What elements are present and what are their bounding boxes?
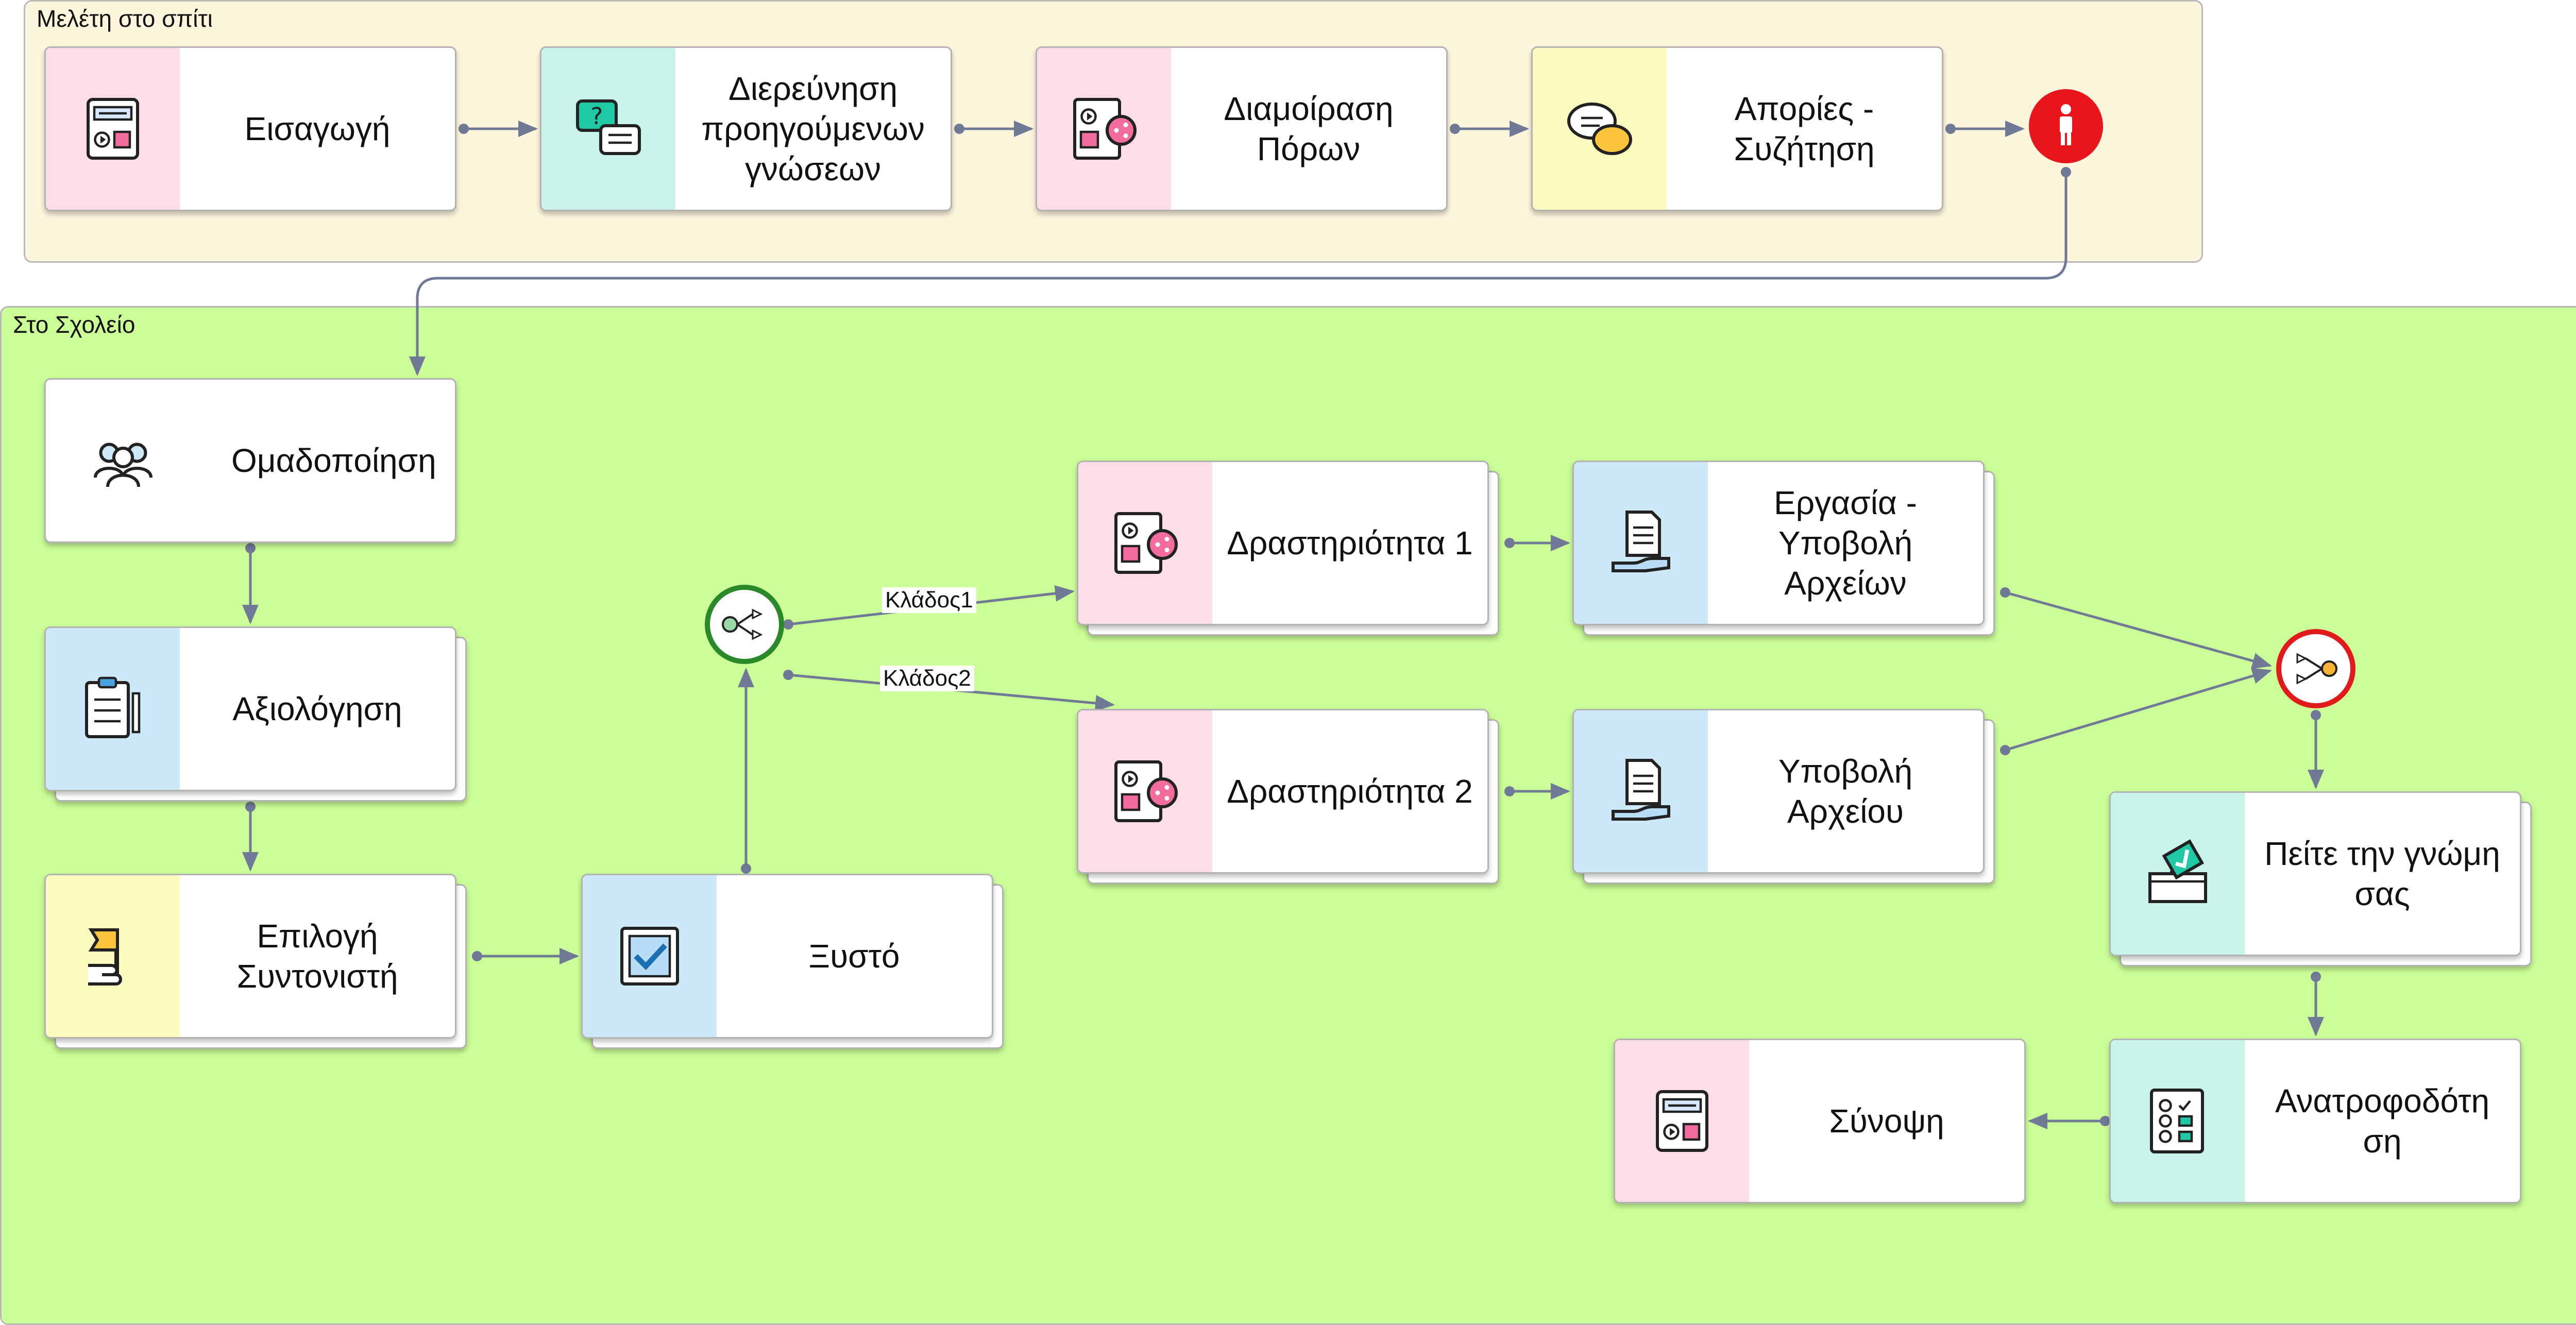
edge-questions-stop-start-dot — [1945, 124, 1956, 134]
edge-label-branch2: Κλάδος2 — [880, 666, 974, 691]
lane-school-label: Στο Σχολείο — [13, 311, 135, 338]
edge-assignment-join — [2005, 591, 2272, 669]
edge-split-activity1-start-dot — [783, 619, 793, 630]
stop-person-icon — [2029, 89, 2103, 163]
edge-assignment-join-start-dot — [2000, 587, 2010, 598]
node-share[interactable]: Διαμοίραση Πόρων — [1036, 46, 1448, 211]
node-questions[interactable]: Απορίες - Συζήτηση — [1531, 46, 1943, 211]
document-hand-icon — [1574, 710, 1708, 872]
node-summary-label: Σύνοψη — [1829, 1102, 1944, 1140]
question-chat-icon: ? — [541, 48, 675, 210]
node-assessment[interactable]: Αξιολόγηση — [44, 626, 467, 802]
node-questions-label: Απορίες - Συζήτηση — [1734, 90, 1875, 167]
join-icon — [2276, 629, 2355, 708]
media-layout-icon — [1615, 1040, 1749, 1202]
document-hand-icon — [1574, 462, 1708, 624]
hand-flag-icon — [46, 875, 180, 1037]
edge-assessment-coordinator-start-dot — [245, 802, 256, 812]
edge-coordinator-scratch-start-dot — [472, 951, 482, 961]
edge-split-activity2-start-dot — [783, 670, 793, 680]
node-summary[interactable]: Σύνοψη — [1614, 1039, 2026, 1203]
node-grouping[interactable]: Ομαδοποίηση — [44, 378, 456, 543]
node-assessment-label: Αξιολόγηση — [232, 690, 402, 727]
join-gateway[interactable] — [2275, 627, 2357, 710]
share-media-icon — [1078, 462, 1212, 624]
edge-intro-explore-start-dot — [459, 124, 469, 134]
node-opinion[interactable]: Πείτε την γνώμη σας — [2109, 791, 2532, 966]
edge-activity1-assignment-start-dot — [1504, 538, 1515, 548]
edge-stop-grouping-start-dot — [2061, 167, 2071, 177]
edge-share-questions-start-dot — [1450, 124, 1460, 134]
node-coordinator[interactable]: Επιλογή Συντονιστή — [44, 874, 467, 1049]
edge-grouping-assessment-start-dot — [245, 543, 256, 553]
edge-feedback-summary-start-dot — [2100, 1116, 2110, 1126]
lane-home-label: Μελέτη στο σπίτι — [37, 5, 213, 32]
edge-activity2-submit-start-dot — [1504, 786, 1515, 796]
node-explore-label: Διερεύνηση προηγούμενων γνώσεων — [701, 70, 925, 188]
edge-explore-share-start-dot — [954, 124, 964, 134]
ballot-box-icon — [2111, 793, 2245, 955]
node-feedback[interactable]: Ανατροφοδότη ση — [2109, 1039, 2521, 1203]
stop-event[interactable] — [2027, 88, 2105, 165]
edge-scratch-split-start-dot — [741, 863, 751, 874]
node-assignment[interactable]: Εργασία - Υποβολή Αρχείων — [1572, 461, 1995, 636]
edge-stop-grouping — [409, 172, 2067, 376]
chat-bubbles-icon — [1533, 48, 1667, 210]
edge-submit-join — [2005, 668, 2272, 752]
group-users-icon — [46, 380, 200, 541]
node-intro[interactable]: Εισαγωγή — [44, 46, 456, 211]
edge-join-opinion-start-dot — [2311, 710, 2321, 720]
feedback-form-icon — [2111, 1040, 2245, 1202]
split-icon — [705, 585, 784, 664]
node-submit[interactable]: Υποβολή Αρχείου — [1572, 709, 1995, 884]
edge-submit-join-start-dot — [2000, 745, 2010, 755]
node-activity1-label: Δραστηριότητα 1 — [1227, 524, 1473, 562]
node-scratch[interactable]: Ξυστό — [581, 874, 1004, 1049]
clipboard-icon — [46, 628, 180, 790]
edge-label-branch1: Κλάδος1 — [882, 587, 976, 613]
split-gateway[interactable] — [703, 583, 786, 666]
node-scratch-label: Ξυστό — [808, 937, 900, 975]
node-intro-label: Εισαγωγή — [244, 110, 391, 147]
share-media-icon — [1078, 710, 1212, 872]
node-assignment-label: Εργασία - Υποβολή Αρχείων — [1774, 484, 1917, 602]
node-grouping-label: Ομαδοποίηση — [231, 441, 436, 479]
edge-opinion-feedback-start-dot — [2311, 972, 2321, 982]
node-explore[interactable]: ? Διερεύνηση προηγούμενων γνώσεων — [540, 46, 952, 211]
node-feedback-label: Ανατροφοδότη ση — [2275, 1082, 2490, 1160]
node-activity2-label: Δραστηριότητα 2 — [1227, 772, 1473, 810]
node-share-label: Διαμοίραση Πόρων — [1224, 90, 1394, 167]
node-opinion-label: Πείτε την γνώμη σας — [2264, 835, 2500, 912]
svg-text:?: ? — [591, 103, 603, 130]
media-layout-icon — [46, 48, 180, 210]
node-activity2[interactable]: Δραστηριότητα 2 — [1077, 709, 1499, 884]
node-coordinator-label: Επιλογή Συντονιστή — [236, 917, 398, 995]
scratch-check-icon — [583, 875, 717, 1037]
node-activity1[interactable]: Δραστηριότητα 1 — [1077, 461, 1499, 636]
node-submit-label: Υποβολή Αρχείου — [1778, 752, 1913, 830]
share-media-icon — [1037, 48, 1171, 210]
